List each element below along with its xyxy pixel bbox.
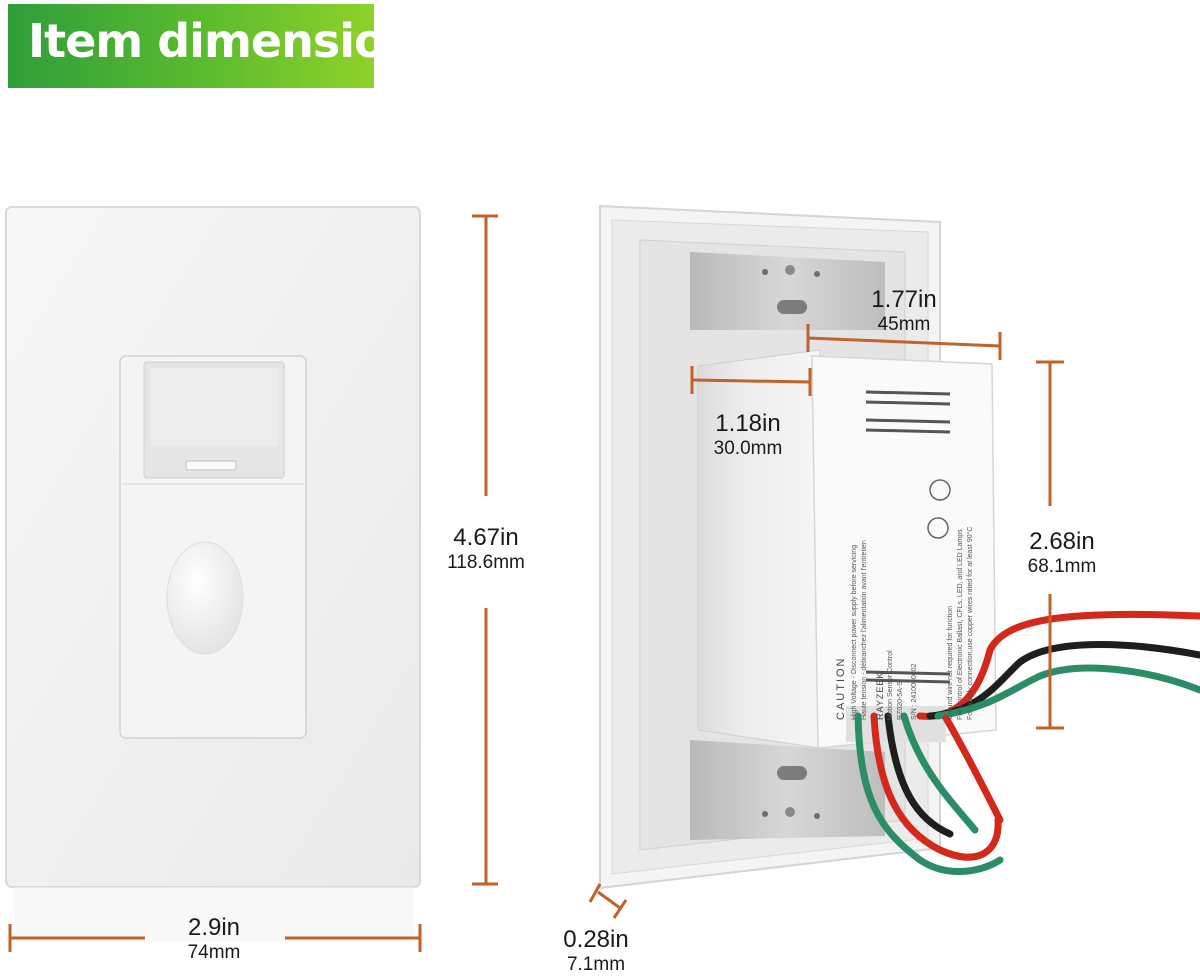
lead-wires bbox=[854, 610, 1200, 876]
box-width-mm: 45mm bbox=[877, 314, 931, 335]
title-banner: Item dimensions bbox=[8, 4, 444, 88]
plate-height-mm: 118.6mm bbox=[447, 552, 525, 573]
box-depth-mm: 30.0mm bbox=[713, 438, 783, 459]
banner-title: Item dimensions bbox=[28, 14, 444, 68]
plate-height-in: 4.67in bbox=[453, 524, 519, 551]
product-text: Motion Sensor Control bbox=[887, 650, 894, 720]
plate-height-label: 4.67in 118.6mm bbox=[430, 524, 542, 574]
serial-text: S/N : 2410000002 bbox=[911, 663, 918, 720]
plate-width-label: 2.9in 74mm bbox=[158, 914, 270, 964]
warning-en: High Voltage - Disconnect power supply b… bbox=[851, 544, 858, 720]
box-height-label: 2.68in 68.1mm bbox=[1006, 528, 1118, 578]
brand-text: RAYZEEK bbox=[875, 671, 885, 720]
box-depth-label: 1.18in 30.0mm bbox=[692, 410, 804, 460]
wire-note: For supply connection,use copper wires r… bbox=[967, 526, 974, 720]
dimension-lines bbox=[8, 214, 1064, 952]
warning-fr: Haute tension - débranchez l'alimentatio… bbox=[861, 540, 868, 720]
model-text: RZ020-5A-S bbox=[897, 681, 904, 720]
device-housing bbox=[697, 349, 997, 749]
ground-note: Ground wire not required for function bbox=[947, 605, 954, 720]
front-wall-plate bbox=[5, 206, 421, 942]
lamps-note: For Control of Electronic Ballast, CFLs,… bbox=[957, 529, 964, 720]
plate-width-in: 2.9in bbox=[187, 914, 241, 941]
plate-depth-in: 0.28in bbox=[563, 926, 629, 953]
box-depth-in: 1.18in bbox=[715, 410, 781, 437]
caution-text: CAUTION bbox=[835, 656, 847, 721]
plate-depth-mm: 7.1mm bbox=[566, 954, 626, 975]
box-height-in: 2.68in bbox=[1029, 528, 1095, 555]
box-height-mm: 68.1mm bbox=[1027, 556, 1097, 577]
box-width-label: 1.77in 45mm bbox=[848, 286, 960, 336]
plate-width-mm: 74mm bbox=[187, 942, 241, 963]
metal-mounting-bracket bbox=[690, 252, 885, 840]
box-width-in: 1.77in bbox=[871, 286, 937, 313]
device-label-block: CAUTION High Voltage - Disconnect power … bbox=[835, 520, 985, 720]
plate-depth-label: 0.28in 7.1mm bbox=[540, 926, 652, 976]
